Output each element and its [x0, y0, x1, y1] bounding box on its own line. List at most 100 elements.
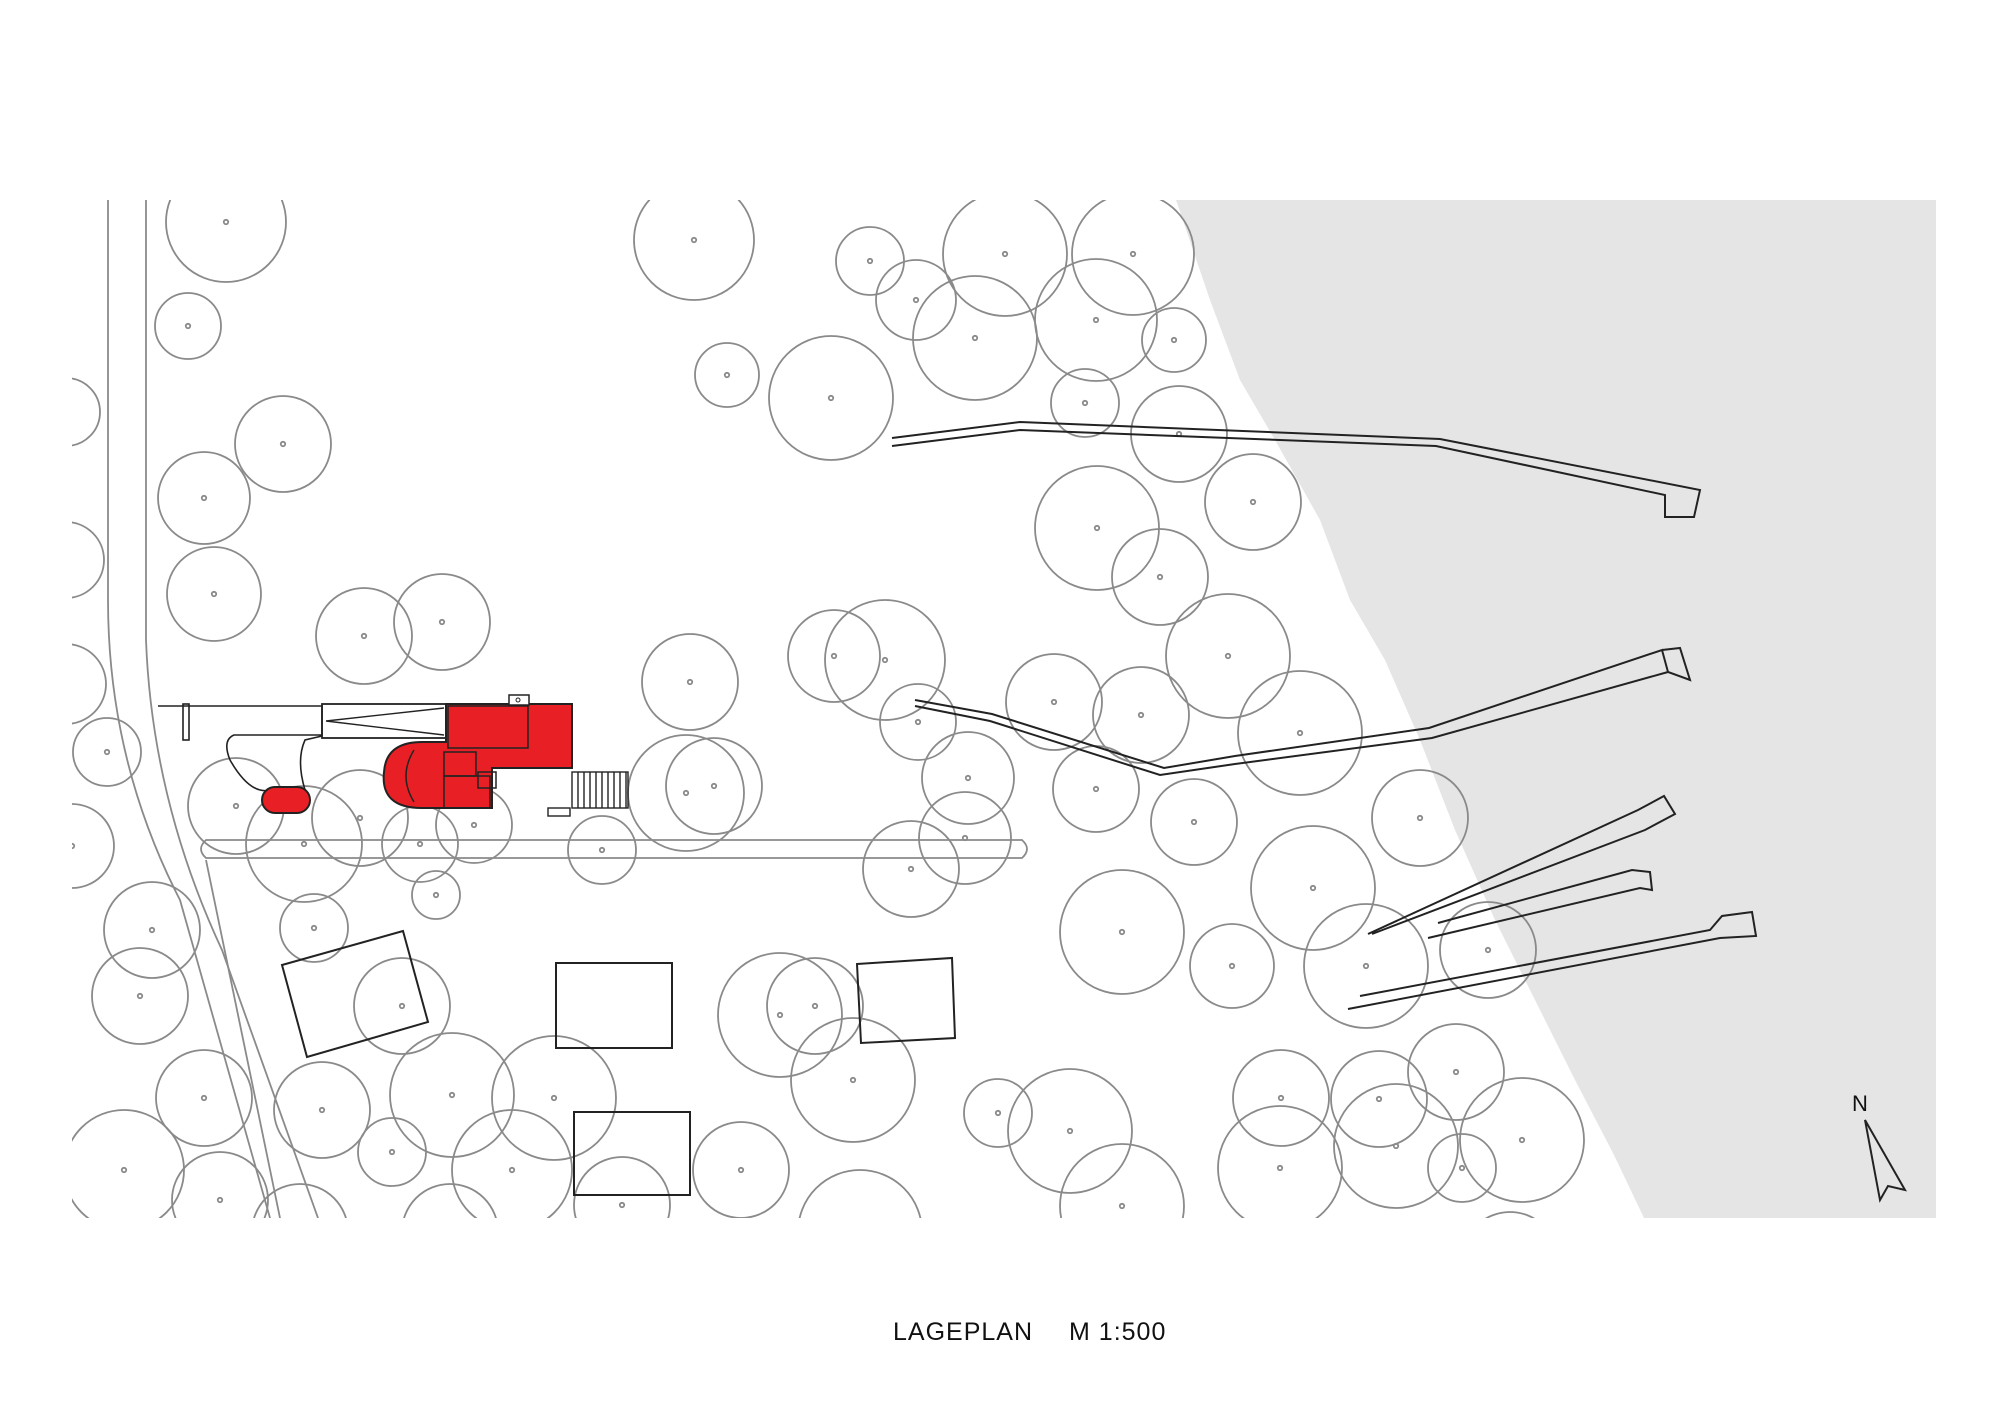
tree-canopy — [918, 791, 1012, 885]
tree-trunk — [881, 656, 889, 664]
tree-canopy — [1059, 1143, 1185, 1218]
tree-trunk — [398, 1002, 406, 1010]
outbuilding-4 — [573, 1111, 691, 1196]
tree-trunk — [1050, 698, 1058, 706]
tree-canopy — [411, 870, 461, 920]
tree-canopy — [573, 1156, 671, 1218]
tree-canopy — [1034, 465, 1160, 591]
tree-canopy — [567, 815, 637, 885]
tree-canopy — [798, 1169, 922, 1218]
tree-trunk — [811, 1002, 819, 1010]
tree-canopy — [879, 683, 957, 761]
pier-south-1 — [1367, 794, 1677, 935]
tree-trunk — [686, 678, 694, 686]
tree-canopy — [389, 1032, 515, 1158]
plan-scale: M 1:500 — [1069, 1318, 1167, 1346]
tree-canopy — [72, 521, 105, 599]
tree-canopy — [665, 737, 763, 835]
tree-trunk — [710, 782, 718, 790]
tree-trunk — [438, 618, 446, 626]
tree-trunk — [136, 992, 144, 1000]
utility-post — [182, 703, 190, 741]
tree-canopy — [694, 342, 760, 408]
tree-trunk — [1362, 962, 1370, 970]
outbuilding-3 — [855, 956, 957, 1045]
tree-canopy — [279, 893, 349, 963]
tree-trunk — [64, 558, 68, 562]
tree-canopy — [311, 769, 409, 867]
tree-trunk — [356, 814, 364, 822]
tree-canopy — [1237, 670, 1363, 796]
tree-trunk — [550, 1094, 558, 1102]
tree-canopy — [692, 1121, 790, 1218]
tree-trunk — [64, 410, 68, 414]
tree-canopy — [787, 609, 881, 703]
tree-canopy — [1204, 453, 1302, 551]
lake-area — [1176, 200, 1936, 1218]
tree-canopy — [633, 200, 755, 301]
road-edge-inner — [145, 200, 319, 1218]
tree-trunk — [1458, 1164, 1466, 1172]
tree-canopy — [451, 1109, 573, 1218]
tree-canopy — [72, 377, 101, 447]
tree-canopy — [381, 805, 459, 883]
tree-canopy — [963, 1078, 1033, 1148]
pier-north — [891, 420, 1702, 518]
tree-canopy — [1333, 1083, 1459, 1209]
tree-canopy — [1407, 1023, 1505, 1121]
tree-trunk — [222, 218, 230, 226]
tree-canopy — [766, 957, 864, 1055]
tree-canopy — [273, 1061, 371, 1159]
tree-trunk — [448, 1230, 452, 1234]
tree-canopy — [835, 226, 905, 296]
tree-trunk — [1508, 1258, 1512, 1262]
tree-canopy — [1330, 1050, 1428, 1148]
tree-canopy — [1050, 368, 1120, 438]
tree-trunk — [210, 590, 218, 598]
tree-trunk — [961, 834, 969, 842]
tree-trunk — [914, 718, 922, 726]
tree-trunk — [416, 840, 424, 848]
tree-trunk — [360, 632, 368, 640]
tree-canopy — [768, 335, 894, 461]
north-label: N — [1852, 1091, 1868, 1116]
tree-canopy — [72, 803, 115, 889]
tree-canopy — [1111, 528, 1209, 626]
tree-canopy — [1189, 923, 1275, 1009]
tree-canopy — [1092, 666, 1190, 764]
tree-canopy — [157, 451, 251, 545]
tree-trunk — [318, 1106, 326, 1114]
tree-trunk — [432, 891, 440, 899]
tree-trunk — [858, 1230, 862, 1234]
tree-trunk — [1190, 818, 1198, 826]
tree-trunk — [103, 748, 111, 756]
tree-trunk — [1001, 250, 1009, 258]
tree-trunk — [1156, 573, 1164, 581]
tree-trunk — [1296, 729, 1304, 737]
pier-south-2 — [1427, 868, 1654, 939]
outbuilding-1 — [280, 929, 430, 1059]
tree-trunk — [737, 1166, 745, 1174]
tree-canopy — [154, 292, 222, 360]
chimney — [508, 694, 530, 706]
tree-trunk — [310, 924, 318, 932]
tree-canopy — [1052, 745, 1140, 833]
tree-trunk — [300, 840, 308, 848]
tree-trunk — [1170, 336, 1178, 344]
tree-trunk — [1249, 498, 1257, 506]
tree-canopy — [1459, 1077, 1585, 1203]
tree-trunk — [907, 865, 915, 873]
tree-trunk — [72, 842, 76, 850]
tree-canopy — [1141, 307, 1207, 373]
tree-trunk — [866, 257, 874, 265]
tree-canopy — [627, 734, 745, 852]
tree-canopy — [393, 573, 491, 671]
red-pavilion — [261, 786, 311, 814]
tree-trunk — [1129, 250, 1137, 258]
tree-trunk — [1452, 1068, 1460, 1076]
tree-canopy — [72, 643, 107, 725]
tree-canopy — [824, 599, 946, 721]
tree-trunk — [971, 334, 979, 342]
tree-trunk — [388, 1148, 396, 1156]
